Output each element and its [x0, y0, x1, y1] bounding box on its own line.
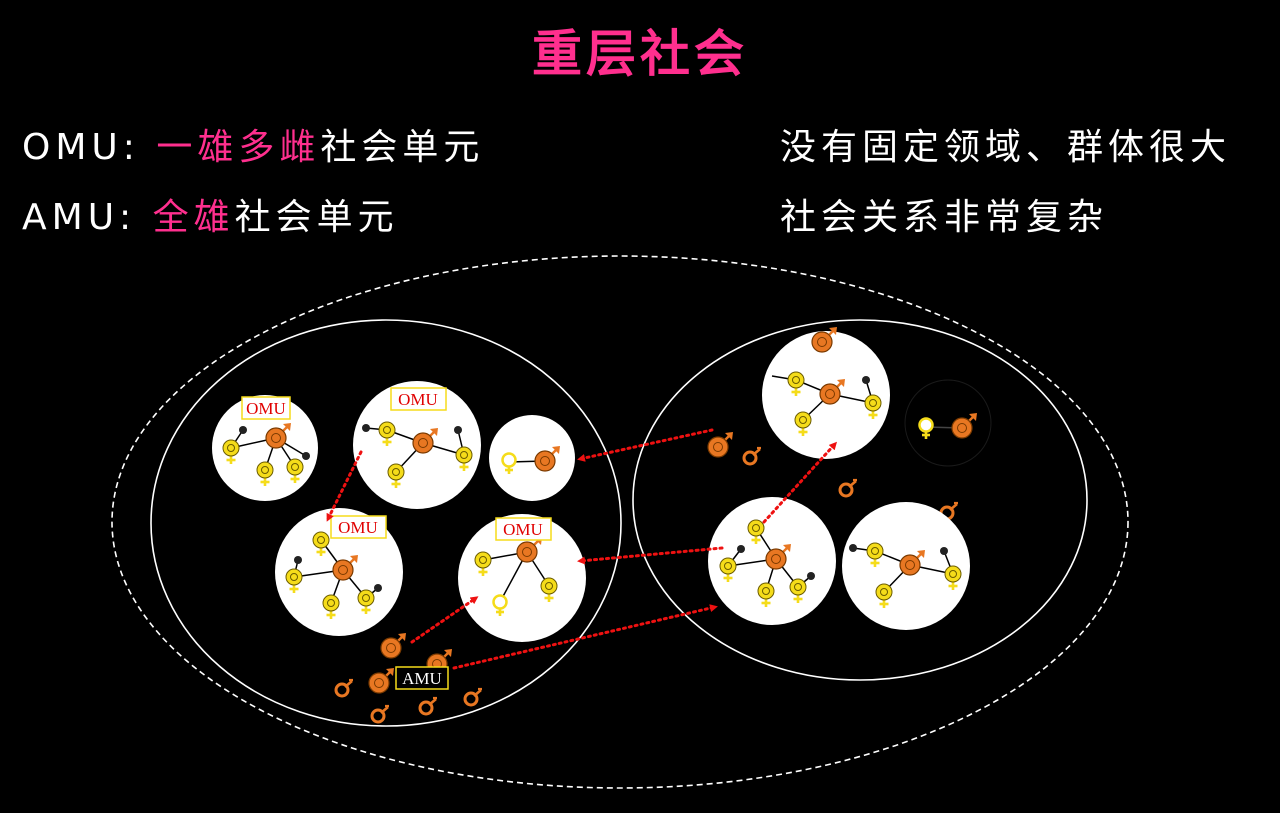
male-symbol-icon [370, 704, 391, 724]
omu-unit [762, 325, 890, 459]
male-symbol-icon [706, 430, 735, 459]
omu-unit: OMU [353, 381, 481, 509]
infant-dot-icon [862, 376, 870, 384]
migration-arrow [577, 428, 714, 462]
infant-dot-icon [294, 556, 302, 564]
male-symbol-icon [463, 687, 484, 707]
small-unit [489, 415, 575, 501]
infant-dot-icon [302, 452, 310, 460]
amu-cluster: AMU [334, 631, 484, 724]
male-symbol-icon [367, 666, 396, 695]
amu-label: AMU [402, 669, 442, 688]
omu-term: OMU: [22, 127, 157, 168]
male-symbol-icon [379, 631, 408, 660]
infant-dot-icon [362, 424, 370, 432]
male-symbol-icon [418, 696, 439, 716]
infant-dot-icon [454, 426, 462, 434]
male-symbol-icon [742, 446, 763, 466]
infant-dot-icon [374, 584, 382, 592]
page-title: 重层社会 [532, 25, 748, 83]
omu-label: OMU [503, 520, 543, 539]
infant-dot-icon [737, 545, 745, 553]
male-symbol-icon [334, 678, 355, 698]
omu-label: OMU [338, 518, 378, 537]
migration-arrow [452, 604, 718, 670]
migration-arrow [410, 596, 479, 644]
amu-definition: AMU: 全雄社会单元 [22, 188, 399, 240]
omu-highlight: 一雄多雌 [156, 127, 321, 168]
migration-arrow [762, 441, 838, 524]
omu-label: OMU [246, 399, 286, 418]
amu-term: AMU: [22, 197, 153, 238]
infant-dot-icon [940, 547, 948, 555]
infant-dot-icon [807, 572, 815, 580]
amu-suffix: 社会单元 [234, 197, 399, 238]
infant-dot-icon [239, 426, 247, 434]
group-left-ellipse [150, 319, 622, 727]
omu-unit: OMU [212, 395, 318, 501]
feature-text-1: 没有固定领域、群体很大 [780, 127, 1232, 168]
omu-suffix: 社会单元 [320, 127, 485, 168]
feature-text-2: 社会关系非常复杂 [780, 197, 1109, 238]
omu-definition: OMU: 一雄多雌社会单元 [22, 118, 484, 170]
omu-unit: OMU [275, 508, 403, 636]
small-unit [904, 379, 992, 467]
amu-highlight: 全雄 [152, 197, 235, 238]
migration-arrow [577, 546, 724, 565]
omu-label: OMU [398, 390, 438, 409]
group-right-ellipse [632, 319, 1088, 681]
migration-arrow [326, 450, 363, 522]
omu-unit [708, 497, 836, 625]
omu-unit [842, 502, 970, 630]
infant-dot-icon [849, 544, 857, 552]
omu-unit: OMU [458, 514, 586, 642]
band-ellipse [111, 255, 1129, 789]
male-symbol-icon [838, 478, 859, 498]
